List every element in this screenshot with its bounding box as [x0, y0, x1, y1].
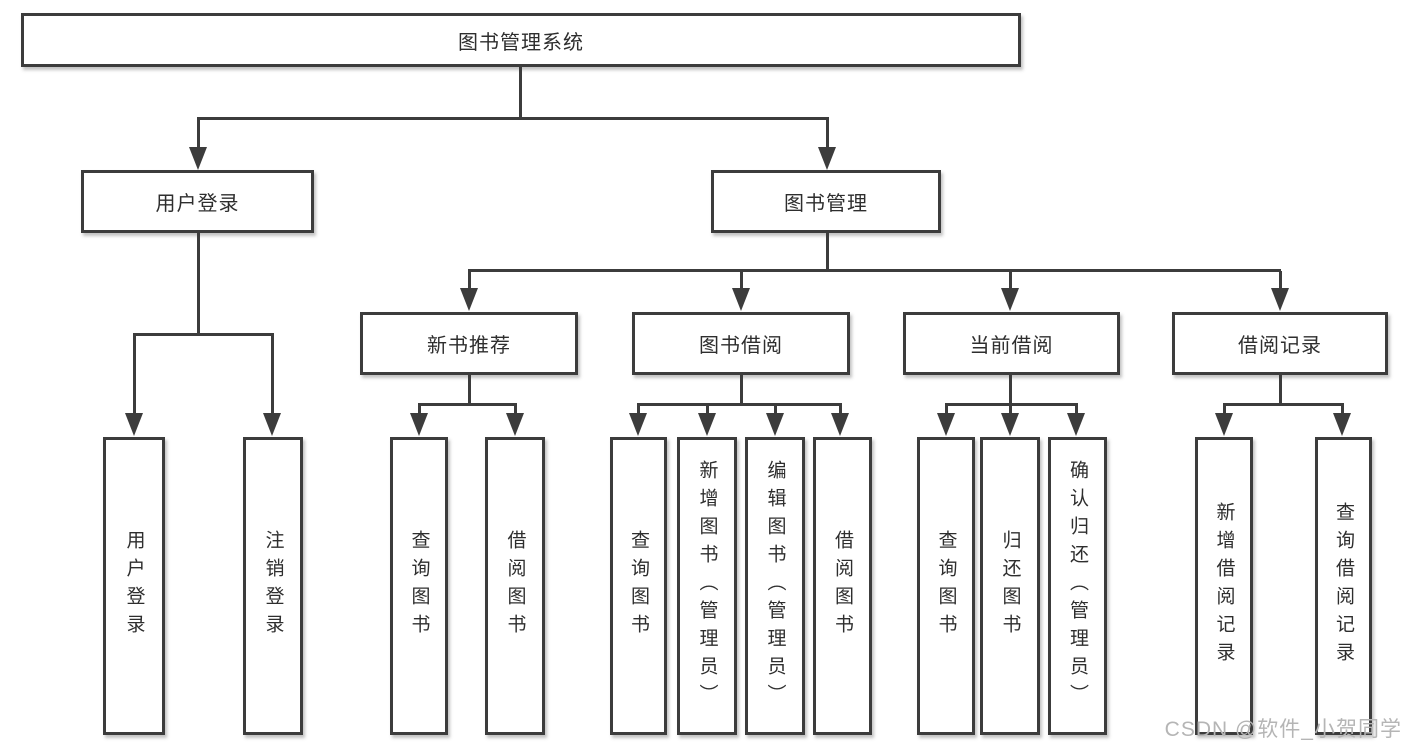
connector-line — [826, 233, 829, 271]
leaf-query-books-borrowing-label: 查询图书 — [628, 530, 649, 642]
leaf-query-books-borrowing: 查询图书 — [610, 437, 667, 735]
arrowhead — [629, 413, 647, 436]
node-borrow-records-label: 借阅记录 — [1238, 335, 1322, 357]
node-library-system-label: 图书管理系统 — [458, 31, 584, 54]
connector-line — [418, 405, 421, 414]
connector-line — [197, 119, 200, 149]
node-book-management: 图书管理 — [711, 170, 941, 233]
arrowhead — [125, 413, 143, 436]
connector-line — [1279, 271, 1282, 289]
arrowhead — [1271, 288, 1289, 311]
arrowhead — [410, 413, 428, 436]
node-library-system: 图书管理系统 — [21, 13, 1021, 67]
leaf-user-login-label: 用户登录 — [123, 530, 145, 642]
connector-line — [133, 335, 136, 414]
connector-line — [519, 66, 522, 119]
node-user-login-label: 用户登录 — [155, 193, 240, 215]
arrowhead — [766, 413, 784, 436]
arrowhead — [937, 413, 955, 436]
leaf-borrow-books-borrowing: 借阅图书 — [813, 437, 872, 735]
leaf-query-books-recommend-label: 查询图书 — [408, 530, 430, 642]
connector-line — [133, 333, 274, 336]
leaf-query-borrow-record-label: 查询借阅记录 — [1333, 502, 1354, 670]
connector-line — [1223, 405, 1226, 414]
csdn-watermark: CSDN @软件_小贺同学 — [1164, 718, 1402, 741]
connector-line — [1341, 405, 1344, 414]
node-current-borrowing-label: 当前借阅 — [969, 335, 1054, 357]
connector-line — [197, 233, 200, 335]
arrowhead — [1001, 288, 1019, 311]
leaf-user-login: 用户登录 — [103, 437, 165, 735]
connector-line — [514, 405, 517, 414]
leaf-edit-books-admin-label: 编辑图书（管理员） — [764, 460, 786, 712]
leaf-return-books-label: 归还图书 — [999, 530, 1021, 642]
connector-line — [706, 405, 709, 414]
leaf-add-books-admin: 新增图书（管理员） — [677, 437, 737, 735]
leaf-query-books-current-label: 查询图书 — [935, 530, 957, 642]
connector-line — [1009, 405, 1012, 414]
node-borrow-records: 借阅记录 — [1172, 312, 1388, 375]
arrowhead — [831, 413, 849, 436]
connector-line — [740, 271, 743, 289]
node-book-borrowing: 图书借阅 — [632, 312, 850, 375]
arrowhead — [732, 288, 750, 311]
arrowhead — [460, 288, 478, 311]
leaf-confirm-return-admin: 确认归还（管理员） — [1048, 437, 1107, 735]
connector-line — [1009, 271, 1012, 289]
connector-line — [1009, 375, 1012, 405]
node-new-book-recommend-label: 新书推荐 — [427, 335, 511, 357]
connector-line — [468, 375, 471, 405]
arrowhead — [818, 147, 836, 170]
connector-line — [418, 403, 517, 406]
connector-line — [740, 375, 743, 405]
leaf-query-books-current: 查询图书 — [917, 437, 975, 735]
arrowhead — [1215, 413, 1233, 436]
leaf-add-borrow-record: 新增借阅记录 — [1195, 437, 1253, 735]
leaf-logout: 注销登录 — [243, 437, 303, 735]
connector-line — [945, 405, 948, 414]
connector-line — [1279, 375, 1282, 405]
connector-line — [637, 403, 842, 406]
arrowhead — [698, 413, 716, 436]
connector-line — [1223, 403, 1344, 406]
leaf-borrow-books-recommend-label: 借阅图书 — [504, 530, 526, 642]
leaf-return-books: 归还图书 — [980, 437, 1040, 735]
leaf-logout-label: 注销登录 — [262, 530, 284, 642]
node-user-login: 用户登录 — [81, 170, 314, 233]
connector-line — [468, 269, 1281, 272]
arrowhead — [189, 147, 207, 170]
connector-line — [945, 403, 1078, 406]
leaf-edit-books-admin: 编辑图书（管理员） — [745, 437, 805, 735]
leaf-confirm-return-admin-label: 确认归还（管理员） — [1067, 460, 1088, 712]
leaf-borrow-books-borrowing-label: 借阅图书 — [832, 530, 853, 642]
connector-line — [197, 117, 829, 120]
connector-line — [839, 405, 842, 414]
leaf-query-books-recommend: 查询图书 — [390, 437, 448, 735]
leaf-add-books-admin-label: 新增图书（管理员） — [696, 460, 718, 712]
node-book-management-label: 图书管理 — [784, 193, 868, 215]
connector-line — [774, 405, 777, 414]
arrowhead — [506, 413, 524, 436]
node-new-book-recommend: 新书推荐 — [360, 312, 578, 375]
node-book-borrowing-label: 图书借阅 — [699, 335, 783, 357]
arrowhead — [1067, 413, 1085, 436]
node-current-borrowing: 当前借阅 — [903, 312, 1120, 375]
leaf-add-borrow-record-label: 新增借阅记录 — [1213, 502, 1235, 670]
connector-line — [468, 271, 471, 289]
connector-line — [637, 405, 640, 414]
connector-line — [271, 335, 274, 414]
leaf-query-borrow-record: 查询借阅记录 — [1315, 437, 1372, 735]
connector-line — [826, 119, 829, 149]
connector-line — [1075, 405, 1078, 414]
arrowhead — [1333, 413, 1351, 436]
arrowhead — [263, 413, 281, 436]
arrowhead — [1001, 413, 1019, 436]
leaf-borrow-books-recommend: 借阅图书 — [485, 437, 545, 735]
